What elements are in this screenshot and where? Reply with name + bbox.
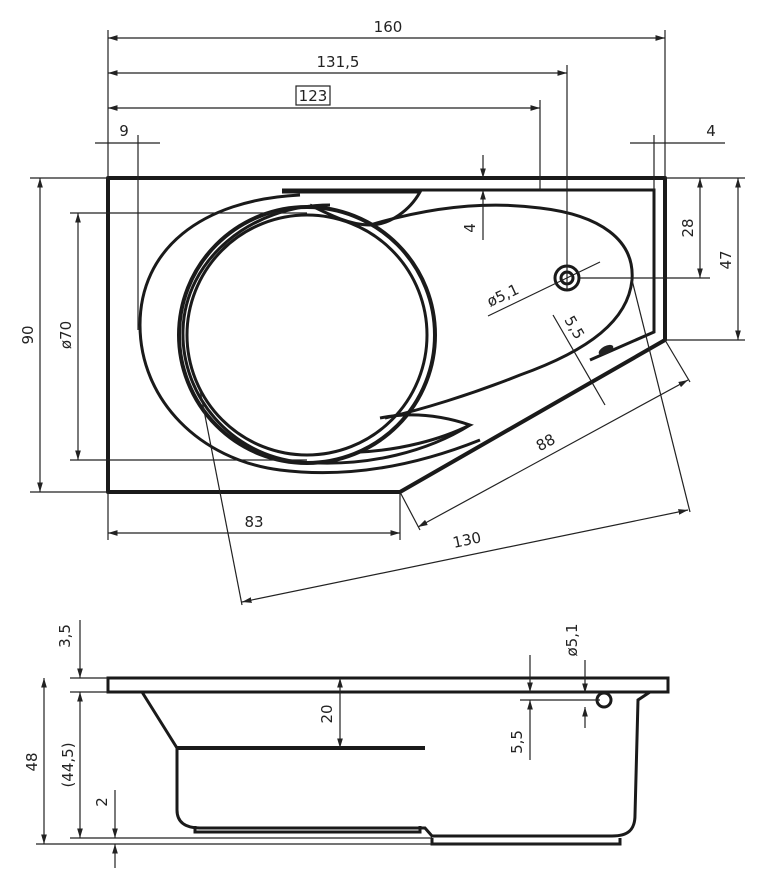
label-drain-diameter: ø5,1 — [484, 280, 522, 310]
dim-line-130 — [241, 509, 689, 603]
side-rim — [106, 676, 670, 694]
label-90: 90 — [19, 325, 37, 344]
side-view: 3,5 48 (44,5) 2 20 5,5 ø5,1 — [23, 620, 670, 868]
label-88: 88 — [533, 430, 558, 455]
side-body — [140, 690, 651, 838]
ext-88-b — [664, 339, 691, 383]
label-28: 28 — [679, 218, 697, 237]
label-160: 160 — [374, 18, 403, 36]
label-83: 83 — [244, 513, 263, 531]
foot-well — [369, 203, 634, 420]
label-131-5: 131,5 — [317, 53, 360, 71]
ext-88-a — [399, 491, 421, 531]
basin-inner-circle — [185, 213, 429, 457]
label-5-5: 5,5 — [561, 313, 589, 343]
label-9: 9 — [119, 122, 129, 140]
label-side-5-1: ø5,1 — [563, 623, 581, 656]
bowl-mid-curve — [181, 203, 471, 465]
label-70: ø70 — [57, 321, 75, 349]
label-side-44-5: (44,5) — [59, 742, 77, 787]
label-side-48: 48 — [23, 752, 41, 771]
label-side-3-5: 3,5 — [56, 624, 74, 648]
ext-130-b — [631, 279, 691, 513]
label-47: 47 — [717, 250, 735, 269]
label-123: 123 — [299, 87, 328, 105]
inner-rim-line — [282, 188, 656, 362]
label-4: 4 — [706, 122, 716, 140]
label-rim-4: 4 — [461, 223, 479, 233]
bowl-outer-curve — [138, 193, 481, 475]
top-view: 160 131,5 123 9 4 90 ø70 4 28 47 ø5,1 5,… — [19, 18, 745, 606]
label-side-20: 20 — [318, 704, 336, 723]
label-side-2: 2 — [93, 797, 111, 807]
overflow-hole — [598, 344, 614, 356]
basin-circle — [177, 205, 437, 465]
label-130: 130 — [451, 528, 483, 552]
ext-130-a — [199, 389, 243, 606]
label-123-box — [295, 85, 331, 106]
label-side-5-5: 5,5 — [508, 730, 526, 754]
drain-leader — [487, 261, 601, 317]
dim-line-88 — [417, 379, 689, 528]
